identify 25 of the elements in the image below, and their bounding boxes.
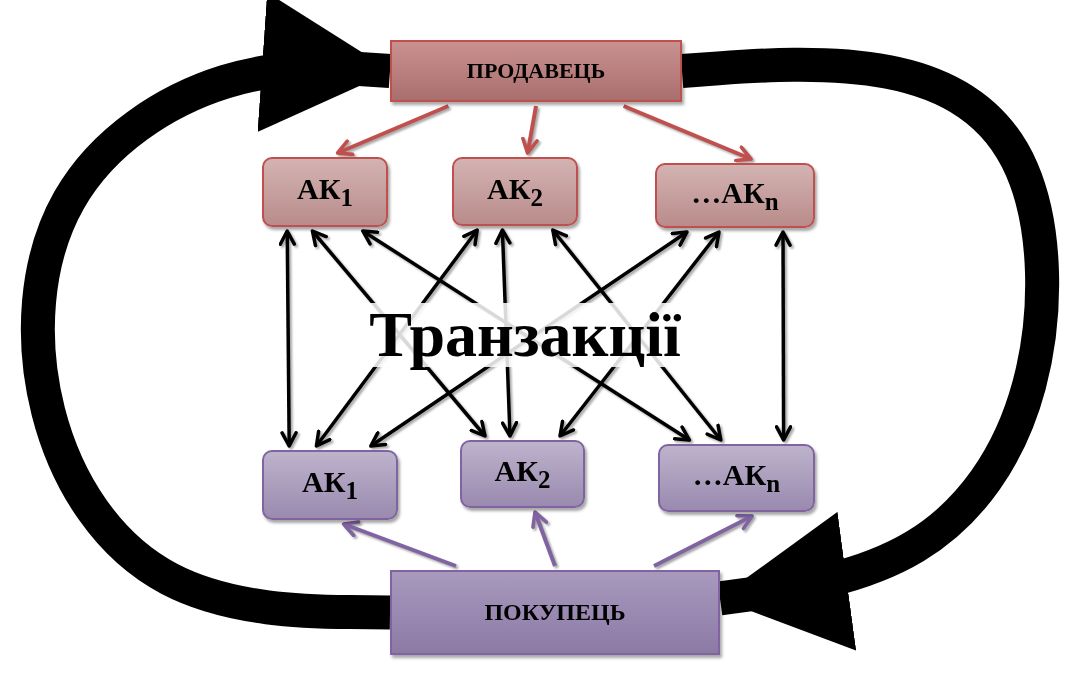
account-box [262,157,388,227]
arrow [622,104,753,163]
node-label: ПОКУПЕЦЬ [484,599,626,626]
node-label: …АК$_{n}$ [692,458,781,498]
node-label: ПРОДАВЕЦЬ [466,58,606,84]
node-label: АК$_{1}$ [297,172,353,212]
double-arrow [278,229,298,448]
arrow [653,513,754,568]
account-box [262,450,398,520]
arrow [531,510,557,567]
node-label: АК$_{1}$ [302,465,358,505]
arrow [341,520,457,568]
node-label: АК$_{2}$ [494,454,551,494]
double-arrow [774,230,793,442]
node-label: АК$_{2}$ [487,171,543,212]
node-label: …АК$_{n}$ [691,175,779,216]
arrow [335,104,450,157]
account-box [655,163,815,228]
account-box [658,444,815,512]
party-box [390,40,682,102]
arrow [521,105,539,155]
account-box [452,157,578,226]
account-box [460,440,585,508]
party-box [390,570,720,655]
cycle-arrow [21,0,392,630]
